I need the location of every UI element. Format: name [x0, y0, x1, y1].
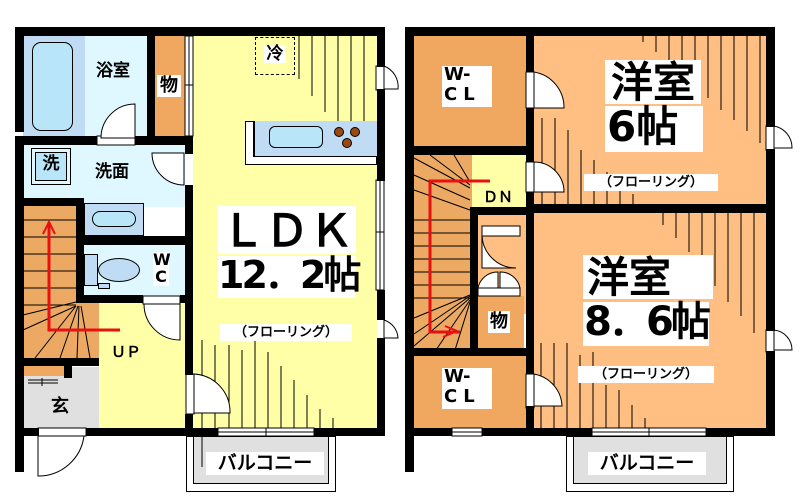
wall: [534, 204, 775, 213]
wall: [377, 290, 385, 320]
wcl-top-label-line1: W-: [442, 66, 492, 84]
wall: [526, 108, 534, 162]
stairs-down-label: ＤＮ: [478, 190, 518, 205]
wall: [135, 136, 193, 145]
wall: [405, 27, 775, 36]
washer-label: 洗: [36, 156, 66, 173]
wall: [377, 338, 385, 436]
stairs-floor1-lower: [77, 296, 99, 358]
floor-1-lines: [22, 35, 399, 477]
floor-1-plan: 洗 冷 バルコニー: [0, 0, 400, 504]
wall: [15, 428, 39, 436]
wall: [377, 27, 385, 67]
wcl-top-label-line2: CL: [442, 84, 492, 107]
wall: [15, 140, 24, 432]
wall: [526, 406, 534, 428]
stairs-up-label: ＵＰ: [108, 345, 144, 360]
wall: [482, 428, 592, 436]
wall: [766, 149, 775, 331]
wall: [86, 428, 218, 436]
entrance-label: 玄: [48, 398, 72, 416]
washroom-label: 洗面: [89, 164, 135, 181]
wall: [64, 366, 72, 378]
balcony-floor1-label: バルコニー: [206, 452, 324, 475]
wall: [15, 27, 385, 36]
ldk-flooring-label: （フローリング）: [220, 324, 352, 341]
wall: [185, 136, 193, 154]
entrance-floor: [23, 367, 99, 428]
wall: [377, 89, 385, 181]
wall: [766, 27, 775, 127]
stove-burner-icon: [342, 138, 352, 148]
kitchen-sink-icon: [269, 126, 323, 148]
wall: [470, 207, 526, 215]
western-room-6-title: 洋室: [605, 60, 701, 104]
western-room-86-size: 8．6帖: [583, 299, 711, 346]
wall: [76, 198, 84, 300]
wall: [76, 295, 143, 303]
stove-burner-icon: [350, 127, 360, 137]
wall: [405, 146, 534, 155]
refrigerator-space: [255, 37, 295, 75]
balcony-floor2-label: バルコニー: [588, 452, 706, 475]
storage-label-floor2: 物: [488, 311, 510, 333]
western-room-6-flooring: （フローリング）: [584, 174, 718, 191]
bathroom-label: 浴室: [90, 63, 136, 80]
western-room-86-title: 洋室: [583, 255, 713, 299]
wall: [180, 295, 193, 303]
wcl-bottom-label-line1: W-: [442, 368, 492, 386]
wall: [15, 198, 84, 206]
shoe-shelf: [24, 366, 64, 376]
wall: [526, 36, 534, 72]
wall: [470, 207, 478, 350]
toilet-label: W C: [153, 250, 171, 286]
wall: [185, 185, 193, 375]
wall: [405, 428, 452, 436]
wall: [766, 351, 775, 436]
western-room-6-size: 6帖: [605, 106, 703, 152]
stove-burner-icon: [334, 127, 344, 137]
wcl-bottom-label-line2: CL: [442, 386, 492, 409]
wall: [185, 414, 193, 436]
wall: [15, 136, 97, 145]
wall: [405, 348, 534, 356]
toilet-bowl-icon: [98, 258, 140, 282]
storage-label-floor1: 物: [157, 75, 181, 97]
wall: [84, 236, 185, 245]
ldk-title: ＬＤＫ: [218, 206, 356, 254]
refrigerator-label: 冷: [264, 46, 286, 63]
sink-basin-icon: [92, 211, 136, 227]
ldk-size: 12．2帖: [218, 253, 361, 298]
wall: [15, 436, 24, 472]
wall: [706, 428, 775, 436]
wall: [314, 428, 385, 436]
wall: [526, 288, 534, 374]
toilet-tank-icon: [84, 254, 98, 286]
toilet-paper-icon: [98, 283, 110, 289]
western-room-86-flooring: （フローリング）: [578, 366, 714, 383]
wall: [15, 358, 99, 366]
wall: [405, 27, 414, 472]
wall: [15, 27, 24, 132]
bathtub-icon: [32, 42, 73, 131]
wall: [526, 192, 534, 296]
wall: [147, 36, 155, 136]
